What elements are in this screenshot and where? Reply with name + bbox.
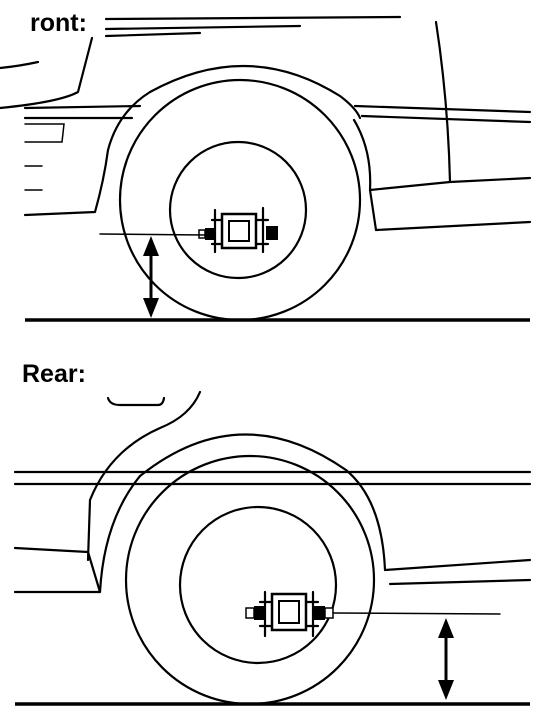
front-sill-lower xyxy=(374,220,532,232)
front-body-line-lower xyxy=(23,114,532,124)
front-measure-reference-line xyxy=(99,233,206,236)
front-bumper-top xyxy=(0,60,40,70)
rear-label-mark xyxy=(106,396,166,407)
front-view xyxy=(0,15,532,322)
rear-wheel-arch xyxy=(98,433,387,594)
rear-wheel-rim xyxy=(178,505,338,665)
rear-sill-rear xyxy=(383,558,532,586)
rear-view xyxy=(13,390,532,706)
front-sill-upper xyxy=(368,176,532,192)
front-door-pillar xyxy=(434,20,452,184)
rear-sill-front xyxy=(13,546,102,594)
front-grille-slits xyxy=(24,123,65,191)
rear-hub-bracket xyxy=(245,590,334,638)
front-tire-outer xyxy=(118,78,362,322)
front-wheel-arch xyxy=(148,64,362,120)
front-wheel-rim xyxy=(168,140,308,280)
front-measure-arrow-icon xyxy=(143,236,159,318)
front-arch-rear xyxy=(352,118,378,232)
front-hub-bracket xyxy=(198,206,278,254)
front-bumper-lower xyxy=(23,90,152,217)
front-label-underline xyxy=(104,15,402,38)
rear-pillar-curve xyxy=(86,390,202,562)
rear-label: Rear: xyxy=(22,360,86,388)
front-label: ront: xyxy=(30,9,87,37)
rear-measure-reference-line xyxy=(332,612,501,615)
front-fender-edge xyxy=(0,36,94,110)
front-body-line-upper xyxy=(23,104,532,114)
rear-measure-arrow-icon xyxy=(438,618,454,700)
